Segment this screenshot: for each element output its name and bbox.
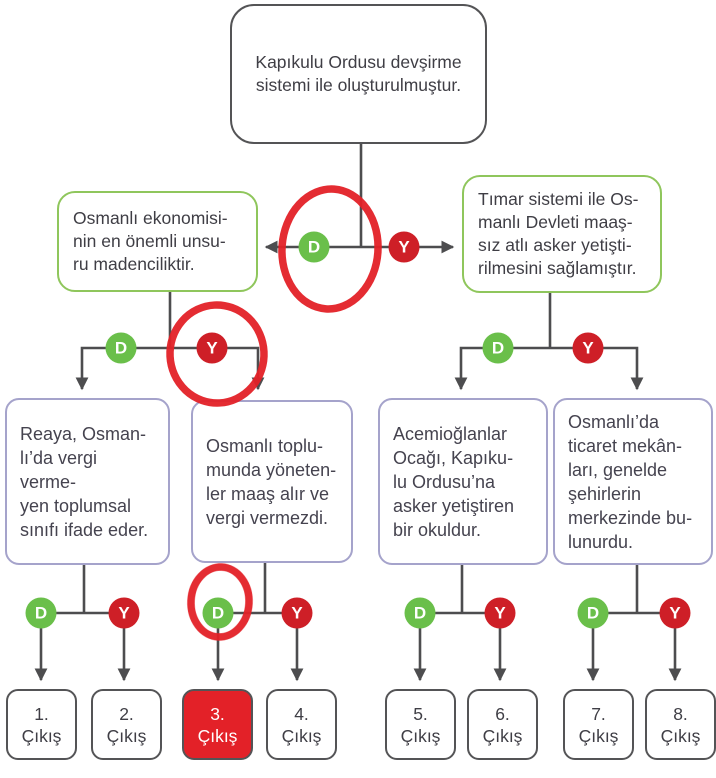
y-badge-root: Y	[388, 231, 420, 263]
exit-label: Çıkış	[197, 725, 238, 746]
exit-5: 5. Çıkış	[385, 689, 456, 760]
d-badge-node4: D	[577, 597, 609, 629]
exit-number: 3.	[210, 703, 225, 724]
exit-2: 2. Çıkış	[91, 689, 162, 760]
exit-label: Çıkış	[400, 725, 441, 746]
exit-7: 7. Çıkış	[563, 689, 634, 760]
exit-number: 6.	[495, 703, 510, 724]
exit-label: Çıkış	[578, 725, 619, 746]
exit-number: 4.	[294, 703, 309, 724]
y-badge-node3: Y	[484, 597, 516, 629]
exit-label: Çıkış	[660, 725, 701, 746]
exit-number: 8.	[673, 703, 688, 724]
exit-3-highlighted: 3. Çıkış	[182, 689, 253, 760]
y-badge-right: Y	[572, 332, 604, 364]
exit-label: Çıkış	[482, 725, 523, 746]
exit-number: 2.	[119, 703, 134, 724]
level2-node-3: Acemioğlanlar Ocağı, Kapıku- lu Ordusu’n…	[378, 398, 548, 565]
exit-1: 1. Çıkış	[6, 689, 77, 760]
exit-4: 4. Çıkış	[266, 689, 337, 760]
exit-label: Çıkış	[281, 725, 322, 746]
y-badge-node4: Y	[659, 597, 691, 629]
level2-node-2: Osmanlı toplu- munda yöneten- ler maaş a…	[191, 400, 353, 563]
d-badge-node1: D	[25, 597, 57, 629]
d-badge-root: D	[298, 231, 330, 263]
d-badge-left: D	[105, 332, 137, 364]
level2-node-4: Osmanlı’da ticaret mekân- ları, genelde …	[553, 398, 713, 565]
level1-right-node: Tımar sistemi ile Os- manlı Devleti maaş…	[462, 175, 662, 293]
exit-label: Çıkış	[106, 725, 147, 746]
exit-label: Çıkış	[21, 725, 62, 746]
exit-number: 7.	[591, 703, 606, 724]
exit-6: 6. Çıkış	[467, 689, 538, 760]
root-statement-node: Kapıkulu Ordusu devşirme sistemi ile olu…	[230, 4, 487, 144]
exit-number: 5.	[413, 703, 428, 724]
y-badge-node2: Y	[281, 597, 313, 629]
level1-left-node: Osmanlı ekonomisi- nin en önemli unsu- r…	[57, 191, 258, 292]
d-badge-node3: D	[404, 597, 436, 629]
d-badge-node2: D	[202, 597, 234, 629]
connector	[75, 346, 170, 391]
exit-number: 1.	[34, 703, 49, 724]
y-badge-left: Y	[196, 332, 228, 364]
y-badge-node1: Y	[108, 597, 140, 629]
exit-8: 8. Çıkış	[645, 689, 716, 760]
d-badge-right: D	[482, 332, 514, 364]
connector	[454, 346, 550, 391]
level2-node-1: Reaya, Osman- lı’da vergi verme- yen top…	[5, 398, 170, 565]
